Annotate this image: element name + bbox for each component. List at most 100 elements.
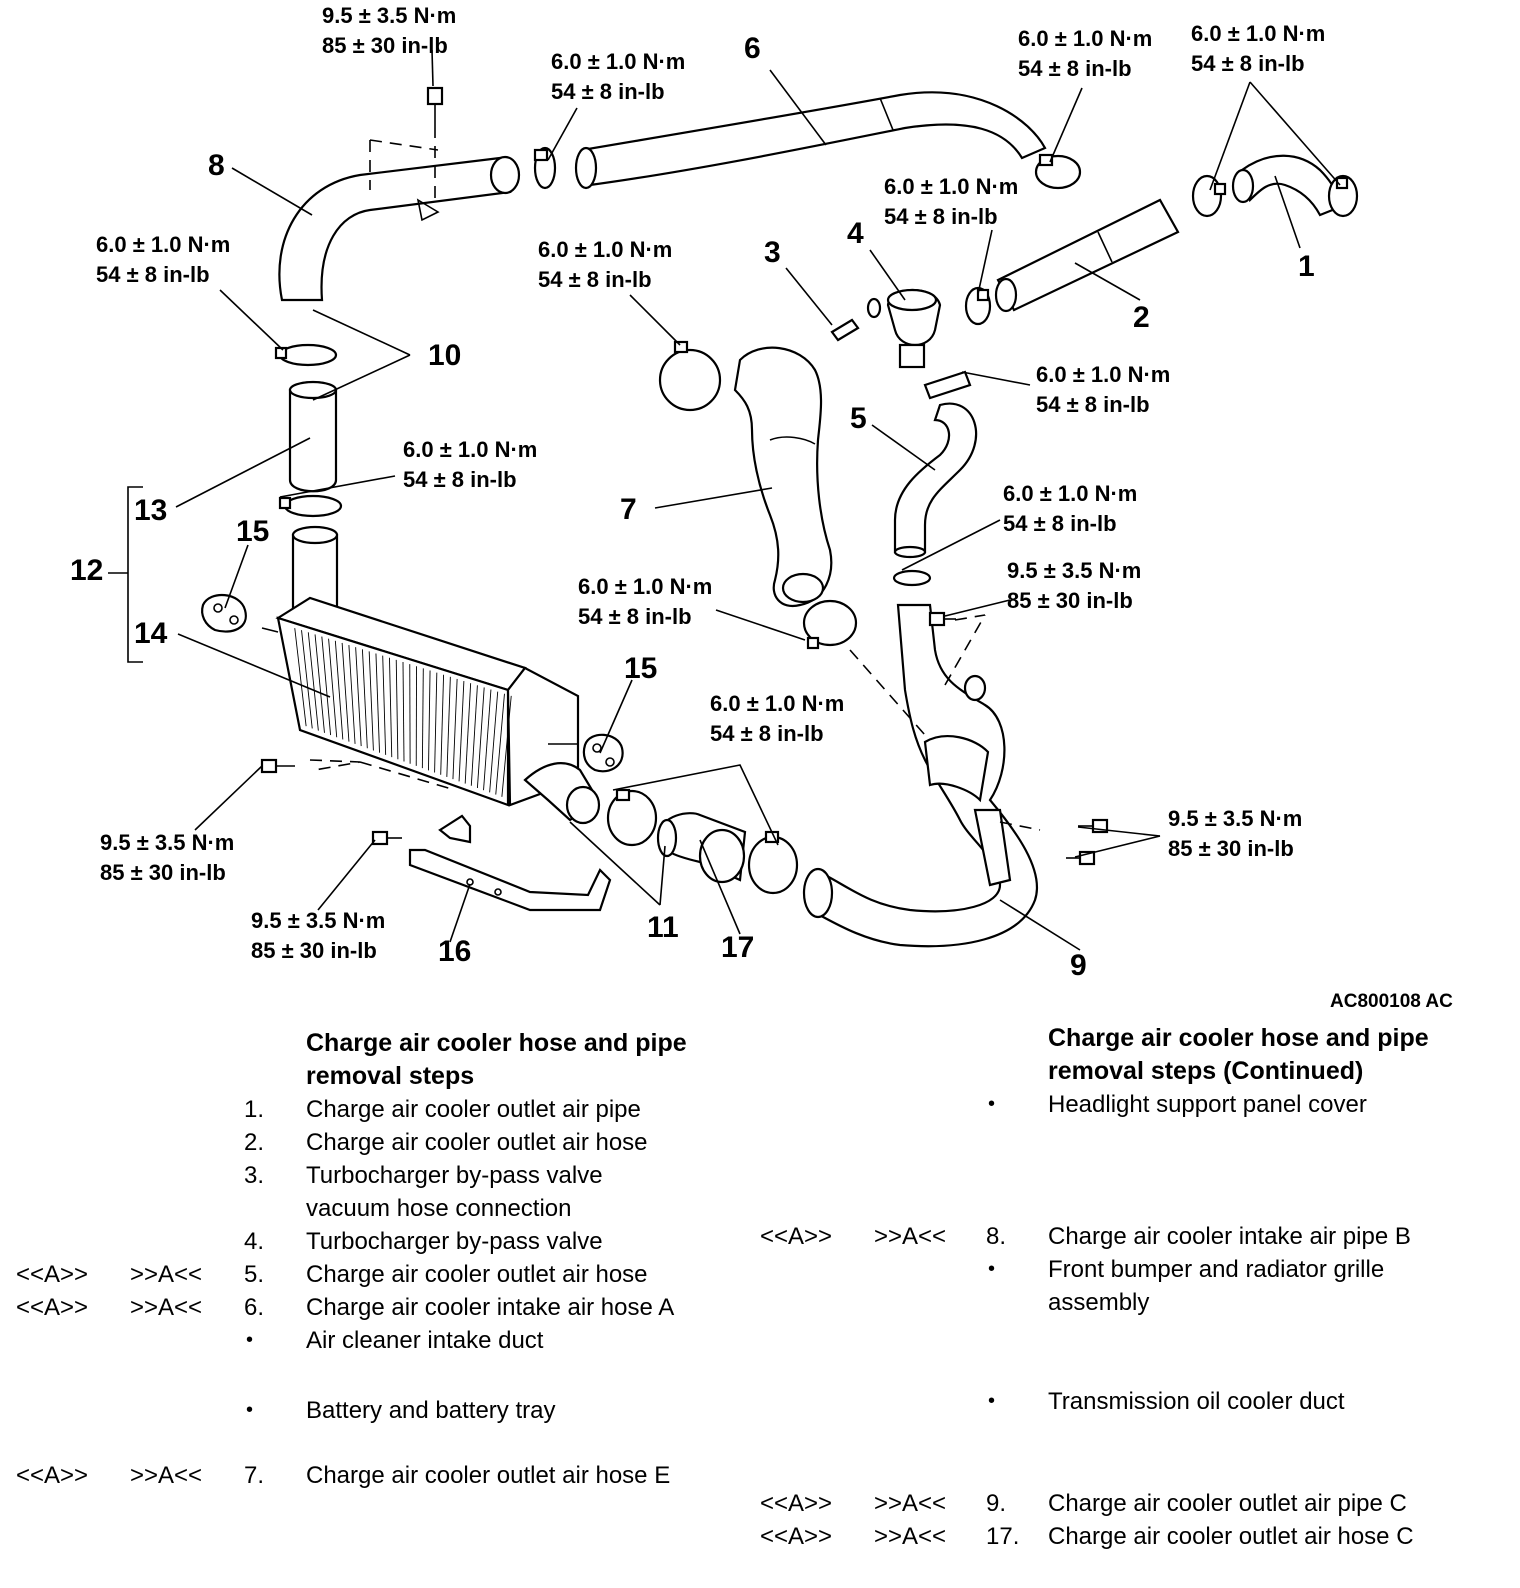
part-15-bracket-left — [201, 593, 247, 633]
cooler-fin — [389, 657, 393, 758]
clamp-10-bottom — [278, 494, 343, 518]
step-text: vacuum hose connection — [306, 1195, 572, 1222]
figure-code: AC800108 AC — [1330, 991, 1453, 1012]
clamp-5-9 — [892, 569, 932, 587]
step-text: Charge air cooler outlet air hose — [306, 1129, 648, 1156]
callout-3: 3 — [764, 236, 781, 269]
list-item: • Transmission oil cooler duct — [760, 1385, 1520, 1418]
heading-line-1: Charge air cooler hose and pipe — [306, 1029, 687, 1057]
step-text: Charge air cooler outlet air hose E — [306, 1462, 671, 1489]
list-item: • Headlight support panel cover — [760, 1088, 1520, 1121]
step-text: Air cleaner intake duct — [306, 1327, 544, 1354]
part-6-intake-air-hose-a — [574, 91, 1047, 190]
step-text: Charge air cooler outlet air hose — [306, 1261, 648, 1288]
step-text: Charge air cooler outlet air pipe C — [1048, 1490, 1407, 1517]
cooler-fin — [301, 630, 313, 729]
callout-6: 6 — [744, 32, 761, 65]
callout-15-left: 15 — [236, 515, 269, 548]
part-8-intake-air-pipe-b — [278, 139, 521, 302]
callout-11: 11 — [647, 911, 679, 944]
list-item: 4.Turbocharger by-pass valve — [0, 1225, 760, 1258]
callout-15-right: 15 — [624, 652, 657, 685]
step-text: Charge air cooler outlet air pipe — [306, 1096, 641, 1123]
cooler-fin — [294, 628, 307, 727]
callout-14: 14 — [134, 617, 168, 650]
cooler-fin — [434, 672, 438, 773]
part-5-outlet-air-hose — [893, 402, 978, 559]
cooler-fin — [446, 676, 451, 777]
list-item: •Front bumper and radiator grille — [760, 1253, 1520, 1286]
step-text: Turbocharger by-pass valve — [306, 1228, 603, 1255]
step-text: Turbocharger by-pass valve — [306, 1162, 603, 1189]
heading-line-2: removal steps — [306, 1062, 475, 1090]
cooler-fin — [440, 674, 445, 775]
cooler-fin — [501, 695, 512, 797]
callout-10: 10 — [428, 339, 461, 372]
step-number: 5. — [244, 1261, 265, 1288]
clamp-7-upper — [658, 340, 722, 412]
list-item: <<A>>>>A<<17.Charge air cooler outlet ai… — [760, 1520, 1520, 1553]
step-number: 6. — [244, 1294, 265, 1321]
installation-note-a: >>A<< — [874, 1490, 947, 1517]
list-item: • Battery and battery tray — [0, 1394, 760, 1427]
step-text: Charge air cooler intake air pipe B — [1048, 1223, 1411, 1250]
cooler-fin — [348, 645, 356, 744]
removal-steps-heading: Charge air cooler hose and pipe removal … — [306, 1027, 746, 1093]
step-text: Battery and battery tray — [306, 1397, 556, 1424]
callout-9: 9 — [1070, 949, 1087, 982]
part-3-vacuum-hose — [830, 318, 860, 342]
installation-note-a: >>A<< — [874, 1223, 947, 1250]
bullet: • — [988, 1390, 996, 1412]
part-4-bypass-valve — [866, 288, 942, 369]
heading-line-2: removal steps (Continued) — [1048, 1057, 1364, 1085]
step-text: Transmission oil cooler duct — [1048, 1388, 1345, 1415]
heading-line-1: Charge air cooler hose and pipe — [1048, 1024, 1429, 1052]
bullet: • — [246, 1329, 254, 1351]
list-item: <<A>>>>A<<9.Charge air cooler outlet air… — [760, 1487, 1520, 1520]
callout-16: 16 — [438, 935, 471, 968]
callout-2: 2 — [1133, 301, 1150, 334]
callout-5: 5 — [850, 402, 867, 435]
callout-13: 13 — [134, 494, 167, 527]
part-7-outlet-air-hose-e — [733, 346, 833, 608]
cooler-fin — [395, 659, 399, 760]
cooler-fin — [328, 638, 338, 738]
part-17-outlet-air-hose-c — [656, 812, 747, 884]
cooler-fin — [470, 685, 478, 786]
clamp-2 — [964, 286, 992, 326]
leader-lines — [108, 49, 1341, 951]
cooler-fin — [476, 687, 485, 789]
list-item: <<A>>>>A<<6.Charge air cooler intake air… — [0, 1291, 760, 1324]
cooler-fin — [314, 634, 325, 733]
list-item: vacuum hose connection — [0, 1192, 760, 1225]
removal-steps-continued-heading: Charge air cooler hose and pipe removal … — [1048, 1022, 1488, 1088]
list-item: <<A>>>>A<<7.Charge air cooler outlet air… — [0, 1459, 760, 1492]
cooler-outlet-stub — [523, 762, 601, 825]
clamp-4-5 — [923, 370, 972, 400]
cooler-fin — [341, 642, 350, 742]
step-text: Headlight support panel cover — [1048, 1091, 1367, 1118]
bolt-cooler-left — [260, 758, 456, 791]
step-text: Front bumper and radiator grille — [1048, 1256, 1385, 1283]
list-item: assembly — [760, 1286, 1520, 1319]
step-number: 8. — [986, 1223, 1007, 1250]
callout-1: 1 — [1298, 250, 1315, 283]
bullet: • — [988, 1093, 996, 1115]
cooler-fin — [421, 668, 424, 769]
step-number: 9. — [986, 1490, 1007, 1517]
cooler-fin — [464, 683, 472, 784]
step-number: 7. — [244, 1462, 265, 1489]
part-13-hose — [288, 380, 338, 493]
bullet: • — [246, 1399, 254, 1421]
